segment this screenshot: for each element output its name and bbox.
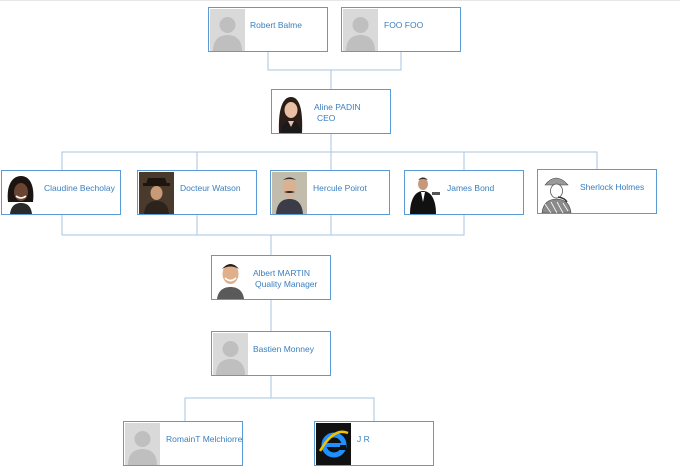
org-node-j-r[interactable]: J R bbox=[314, 421, 434, 466]
org-node-docteur-watson[interactable]: Docteur Watson bbox=[137, 170, 257, 215]
node-name: Docteur Watson bbox=[180, 183, 241, 193]
placeholder-avatar-icon bbox=[213, 333, 248, 375]
node-title: Quality Manager bbox=[255, 279, 318, 289]
man-hat-photo bbox=[139, 172, 174, 214]
woman-photo bbox=[273, 91, 308, 133]
node-name: Hercule Poirot bbox=[313, 183, 367, 193]
org-node-albert-martin[interactable]: Albert MARTIN Quality Manager bbox=[211, 255, 331, 300]
connector-lines bbox=[61, 52, 598, 421]
org-node-james-bond[interactable]: James Bond bbox=[404, 170, 524, 215]
node-name: J R bbox=[357, 434, 370, 444]
woman-photo bbox=[3, 172, 38, 214]
node-name: James Bond bbox=[447, 183, 495, 193]
org-node-sherlock-holmes[interactable]: Sherlock Holmes bbox=[537, 169, 657, 214]
placeholder-avatar-icon bbox=[125, 423, 160, 465]
org-node-robert-balme[interactable]: Robert Balme bbox=[208, 7, 328, 52]
node-name: Aline PADIN bbox=[314, 102, 361, 112]
org-node-foo-foo[interactable]: FOO FOO bbox=[341, 7, 461, 52]
man-smiling-photo bbox=[213, 257, 248, 299]
node-name: Albert MARTIN bbox=[253, 268, 310, 278]
man-tuxedo-photo bbox=[406, 172, 441, 214]
top-divider bbox=[0, 0, 680, 1]
node-title: CEO bbox=[317, 113, 336, 123]
sketch-photo bbox=[539, 171, 574, 213]
placeholder-avatar-icon bbox=[210, 9, 245, 51]
node-name: FOO FOO bbox=[384, 20, 424, 30]
org-node-bastien-monney[interactable]: Bastien Monney bbox=[211, 331, 331, 376]
node-name: Bastien Monney bbox=[253, 344, 314, 354]
node-name: Robert Balme bbox=[250, 20, 302, 30]
org-node-claudine-becholay[interactable]: Claudine Becholay bbox=[1, 170, 121, 215]
browser-logo-icon bbox=[316, 423, 351, 465]
placeholder-avatar-icon bbox=[343, 9, 378, 51]
org-node-romaint-melchiorre[interactable]: RomainT Melchiorre bbox=[123, 421, 243, 466]
org-node-aline-padin[interactable]: Aline PADIN CEO bbox=[271, 89, 391, 134]
node-name: RomainT Melchiorre bbox=[166, 434, 243, 444]
node-name: Sherlock Holmes bbox=[580, 182, 645, 192]
man-moustache-photo bbox=[272, 172, 307, 214]
node-name: Claudine Becholay bbox=[44, 183, 115, 193]
org-node-hercule-poirot[interactable]: Hercule Poirot bbox=[270, 170, 390, 215]
